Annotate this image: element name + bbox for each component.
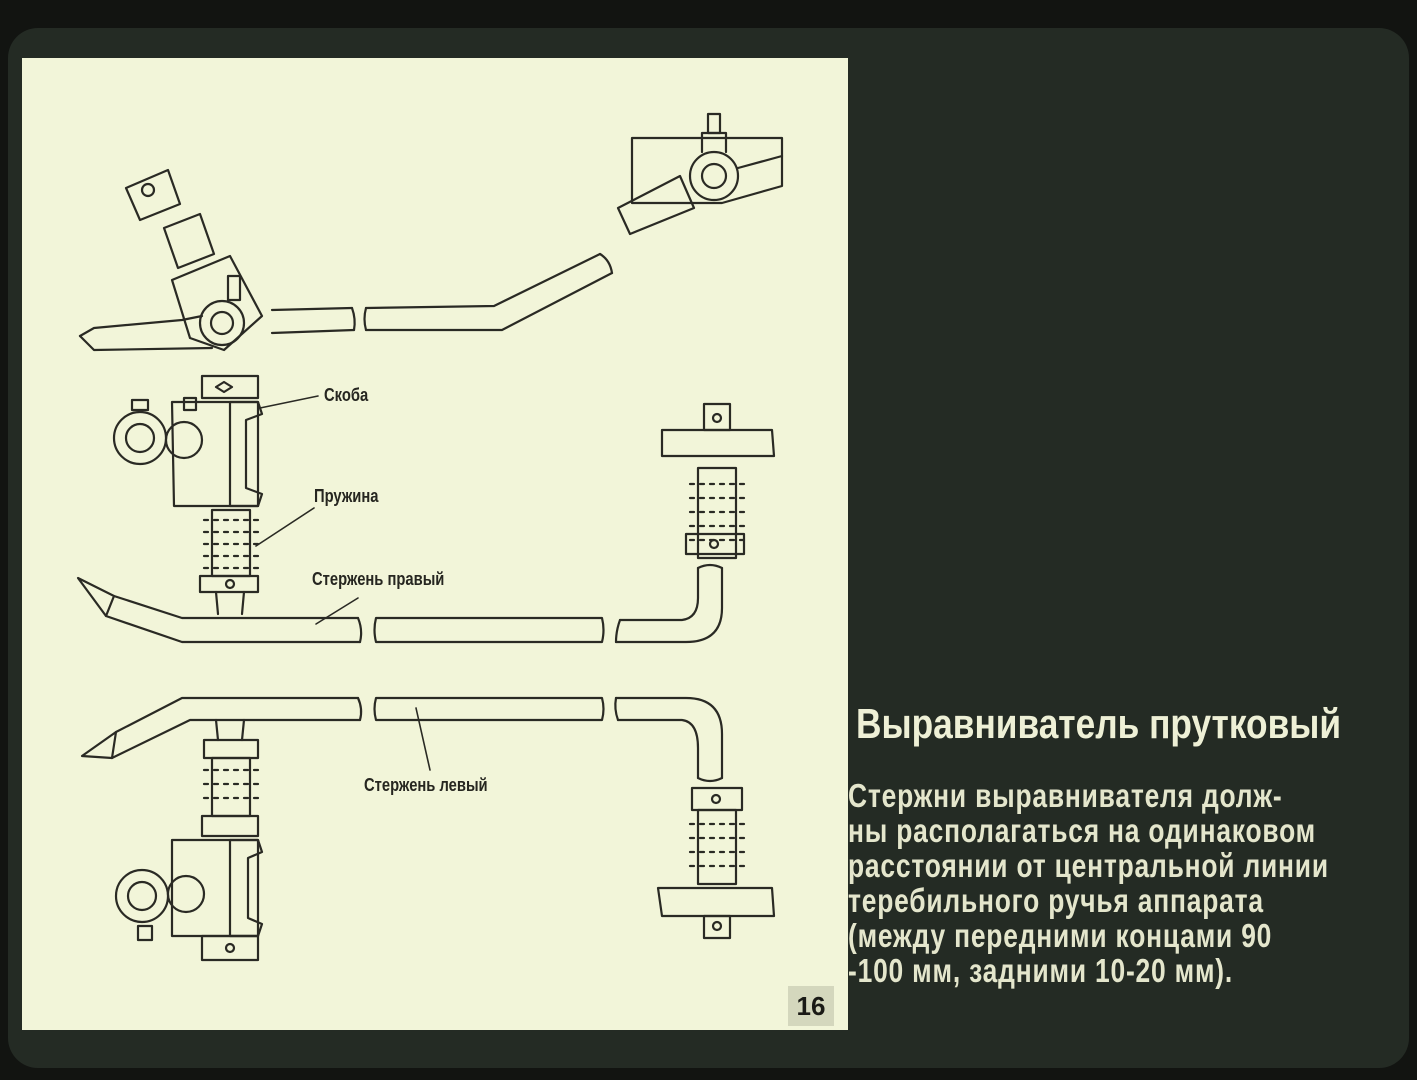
page-number: 16: [788, 986, 834, 1026]
caption-line: ны располагаться на одинаковом: [848, 812, 1316, 849]
right-rod-mount: [112, 374, 264, 616]
label-right-rod: Стержень правый: [312, 569, 445, 589]
caption-line: теребильного ручья аппарата: [848, 882, 1264, 919]
label-bracket: Скоба: [324, 385, 369, 405]
caption-line: -100 мм, задними 10-20 мм).: [848, 952, 1234, 989]
technical-drawing: [76, 112, 784, 962]
caption-line: расстоянии от центральной линии: [848, 847, 1329, 884]
caption-line: (между передними концами 90: [848, 917, 1273, 954]
caption-line: Стержни выравнивателя долж-: [848, 777, 1283, 814]
caption-text: Стержни выравнивателя долж- ны располага…: [848, 778, 1394, 988]
drawing-panel: Скоба Пружина Стержень правый Стержень л…: [22, 58, 848, 1030]
slide-title: Выравниватель прутковый: [856, 700, 1342, 747]
label-left-rod: Стержень левый: [364, 775, 488, 795]
right-rod: [76, 402, 776, 644]
leader-lines: [255, 395, 431, 771]
left-rod: [80, 696, 776, 962]
label-spring: Пружина: [314, 486, 379, 506]
top-rod-assembly: [78, 112, 784, 352]
